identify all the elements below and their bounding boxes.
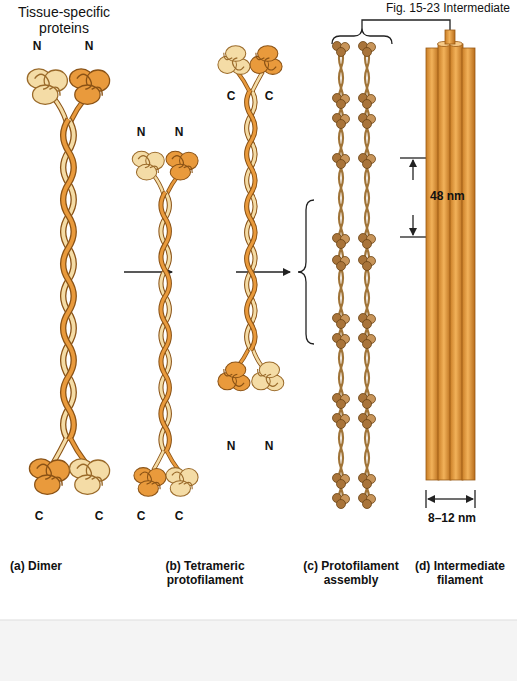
head-domain	[333, 494, 350, 509]
terminus-label: N	[224, 440, 238, 454]
terminus-label: C	[134, 510, 148, 524]
head-domain	[359, 414, 376, 429]
head-domain	[359, 234, 376, 249]
terminus-label: N	[134, 126, 148, 140]
head-domain	[333, 234, 350, 249]
head-domain	[359, 494, 376, 509]
head-domain	[333, 394, 350, 409]
panel-caption: (c) Protofilament assembly	[296, 560, 406, 588]
terminus-label: N	[30, 40, 44, 54]
head-domain	[359, 94, 376, 109]
dimension-label: 48 nm	[430, 190, 490, 204]
terminus-label: C	[32, 510, 46, 524]
panel-caption: (d) Intermediate filament	[410, 560, 510, 588]
terminus-label: N	[82, 40, 96, 54]
figure-number: Fig. 15-23 Intermediate	[300, 2, 510, 16]
terminus-label: N	[172, 126, 186, 140]
head-domain	[359, 114, 376, 129]
terminus-label: C	[172, 510, 186, 524]
dimension-label: 8–12 nm	[420, 512, 484, 526]
panel-caption: (b) Tetrameric protofilament	[150, 560, 260, 588]
head-domain	[333, 414, 350, 429]
panel-caption: (a) Dimer	[10, 560, 110, 574]
head-domain	[359, 334, 376, 349]
head-domain	[359, 394, 376, 409]
head-domain	[333, 42, 350, 57]
terminus-label: C	[92, 510, 106, 524]
head-domain	[359, 314, 376, 329]
head-domain	[333, 154, 350, 169]
head-domain	[333, 334, 350, 349]
head-domain	[333, 256, 350, 271]
head-domain	[359, 256, 376, 271]
head-domain	[359, 474, 376, 489]
callout-label: Tissue-specific proteins	[4, 4, 124, 36]
head-domain	[333, 114, 350, 129]
head-domain	[359, 42, 376, 57]
head-domain	[333, 94, 350, 109]
terminus-label: N	[262, 440, 276, 454]
terminus-label: C	[224, 90, 238, 104]
head-domain	[333, 474, 350, 489]
terminus-label: C	[262, 90, 276, 104]
head-domain	[359, 154, 376, 169]
head-domain	[333, 314, 350, 329]
